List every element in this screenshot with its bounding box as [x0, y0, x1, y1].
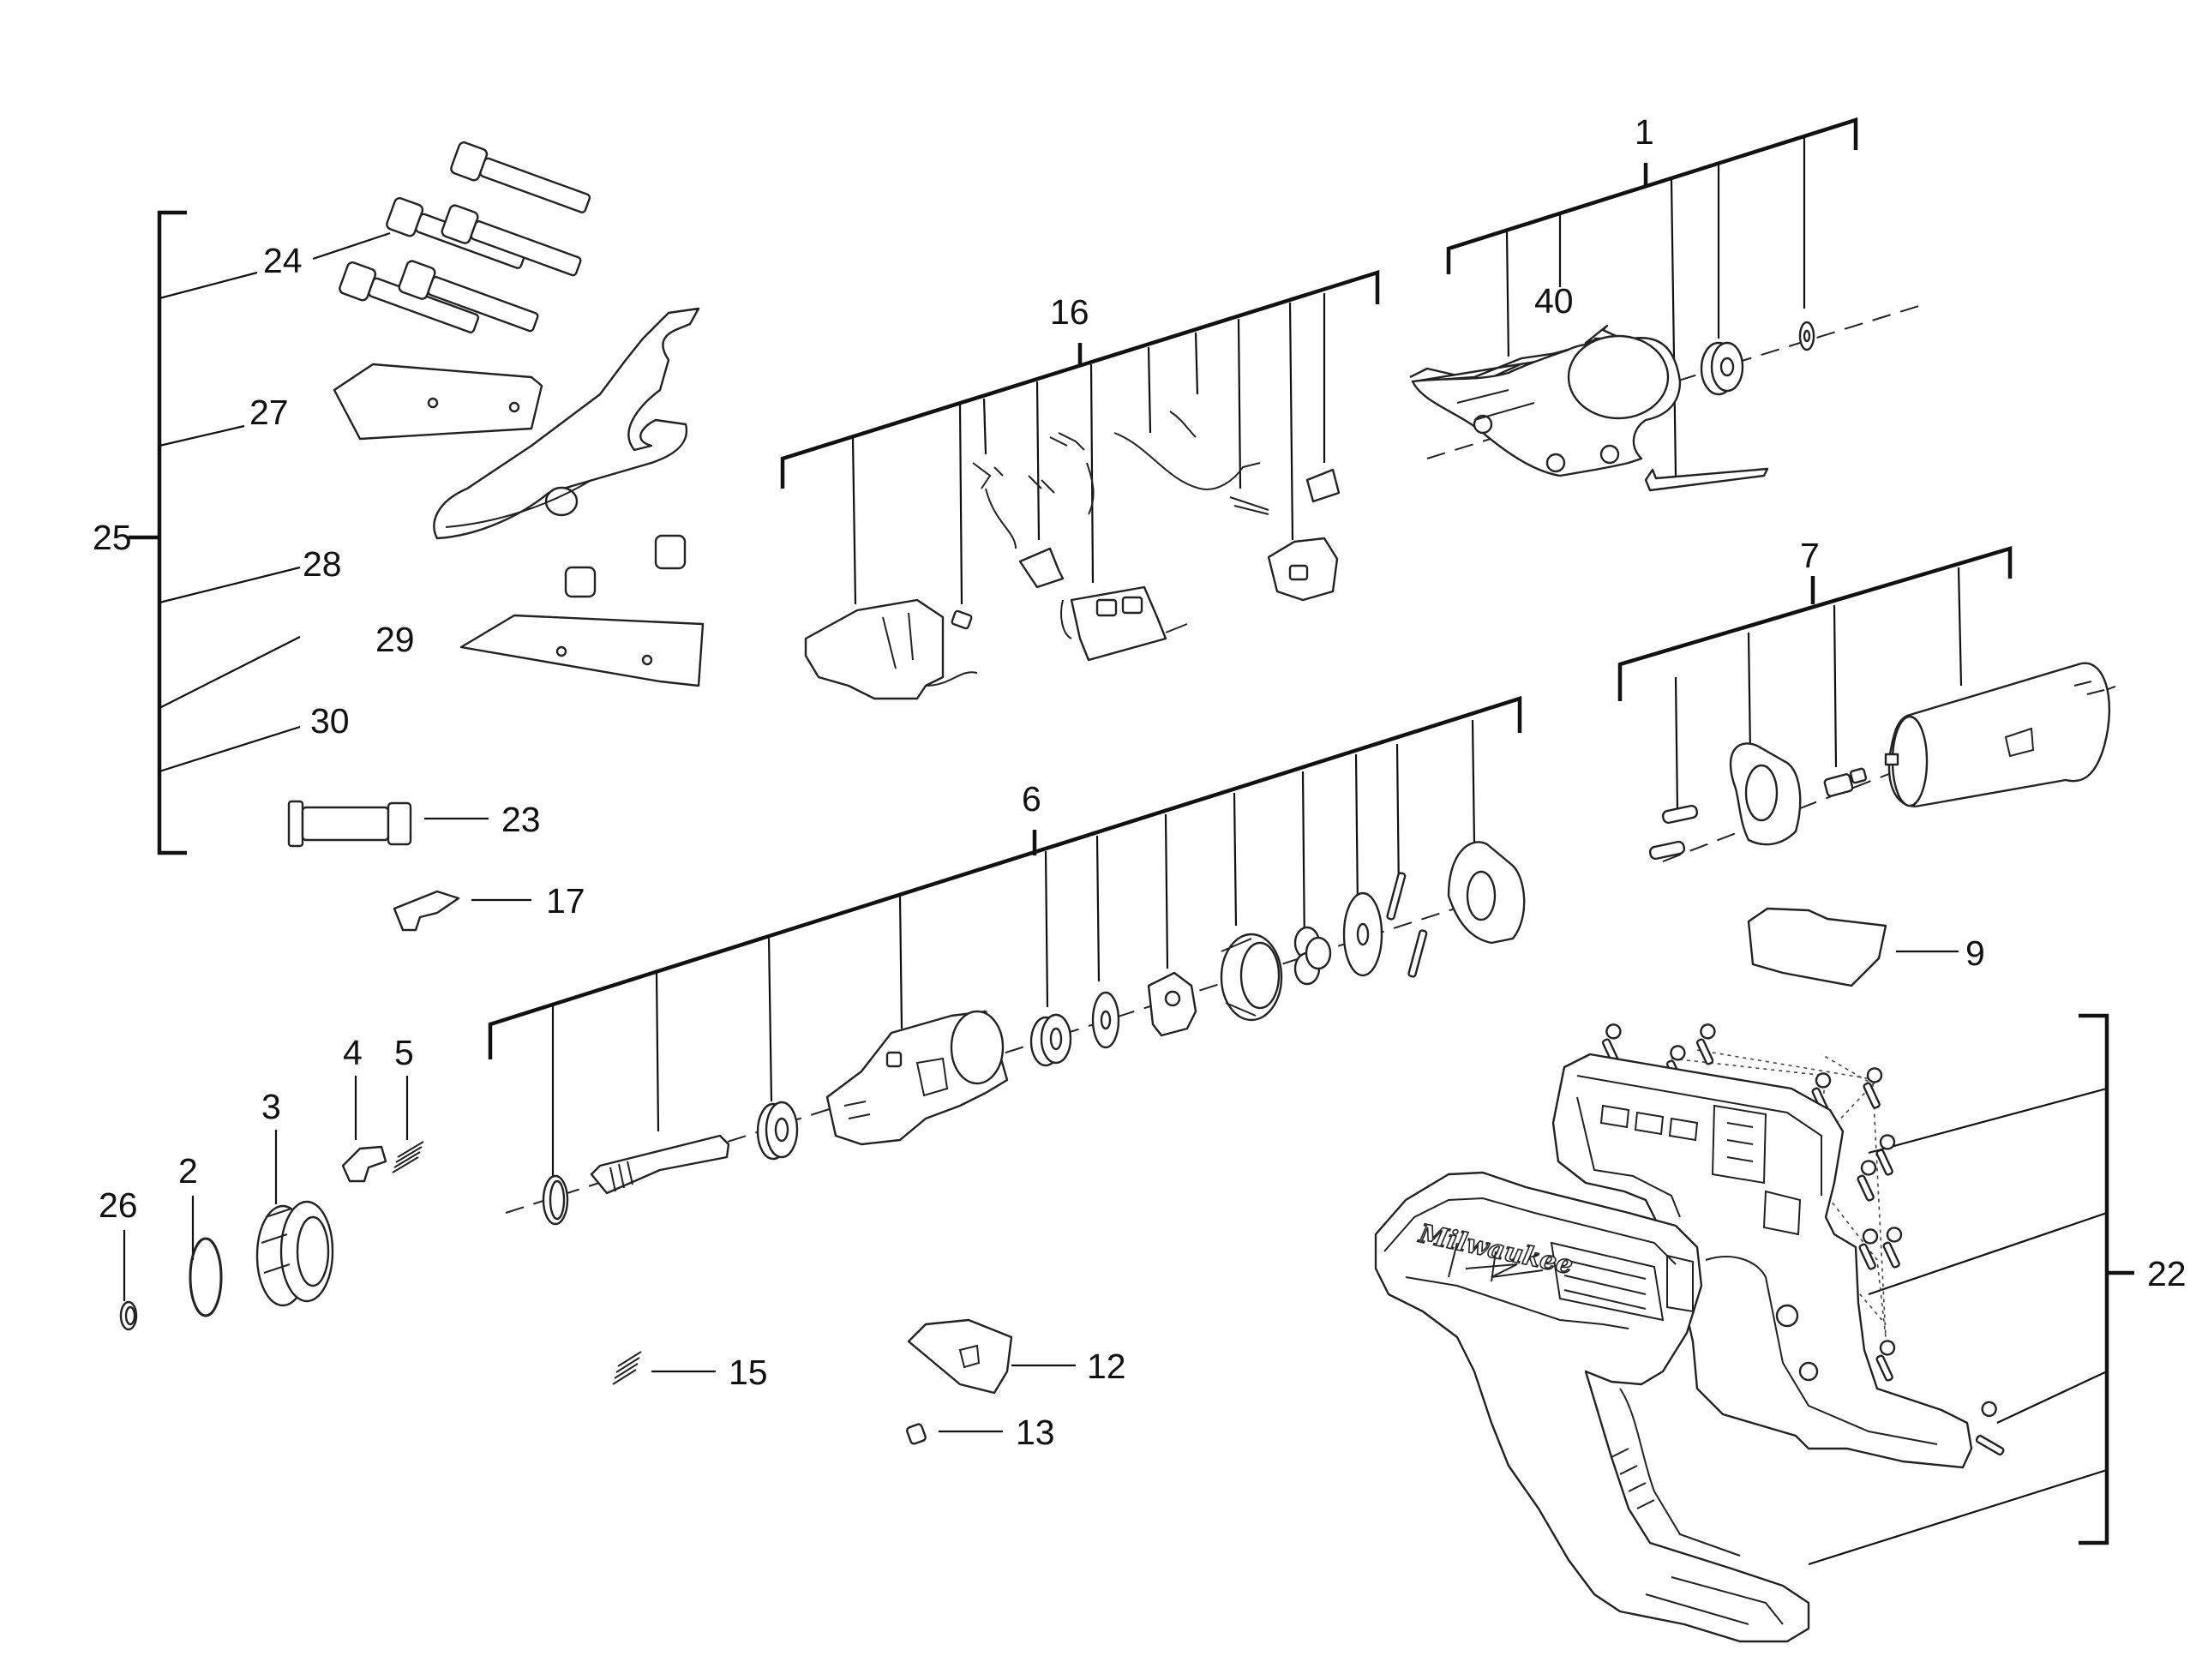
callout-12: 12	[1087, 1347, 1126, 1386]
callout-5: 5	[394, 1033, 414, 1072]
brushes-part-7	[1648, 767, 1868, 861]
group-22-bracket	[1808, 1013, 2134, 1566]
group-1-bracket	[1446, 117, 1858, 477]
part-26-ring	[119, 1230, 138, 1331]
bearing-part-1	[1700, 341, 1744, 396]
part-4-latch	[341, 1076, 387, 1183]
part-5-spring	[392, 1076, 424, 1173]
callout-2: 2	[178, 1151, 198, 1191]
part-15-spring	[612, 1351, 716, 1385]
blade-holder-part-28	[433, 307, 700, 540]
clip-part-17	[393, 890, 531, 932]
callout-30: 30	[310, 701, 350, 741]
part-3-collar	[255, 1130, 334, 1307]
callout-7: 7	[1800, 536, 1820, 575]
callout-23: 23	[501, 800, 541, 839]
group-25-bracket	[129, 210, 301, 855]
callout-22: 22	[2147, 1254, 2187, 1293]
callout-3: 3	[261, 1087, 281, 1126]
callout-26: 26	[99, 1185, 138, 1225]
head-housing-part-40	[1409, 324, 1682, 477]
gearbox-parts-part-6	[542, 841, 1526, 1226]
spacer-part-29	[564, 534, 687, 598]
callout-13: 13	[1016, 1413, 1055, 1452]
callout-17: 17	[546, 881, 585, 921]
pin-part-23	[287, 800, 489, 848]
switch-assembly-part-16	[804, 411, 1341, 700]
callout-4: 4	[343, 1033, 363, 1072]
part-2-circlip	[189, 1196, 223, 1317]
lower-blade-part-30	[459, 614, 705, 687]
lightning-bolt-icon	[1465, 1263, 1544, 1278]
part-12-bracket	[907, 1318, 1076, 1395]
group-16-bracket	[780, 269, 1380, 605]
part-13-screw	[906, 1423, 1003, 1445]
washer-part-1	[1798, 321, 1815, 351]
motor-plate-part-7	[1729, 742, 1802, 846]
housing-left-half-part-22: Milwaukee	[1374, 1171, 1810, 1643]
housing-right-half-part-22	[1551, 1053, 1973, 1469]
callout-16: 16	[1050, 292, 1089, 332]
callout-25: 25	[93, 518, 132, 557]
bolts-part-24	[312, 141, 591, 333]
callout-27: 27	[249, 393, 289, 432]
group-6-bracket	[488, 695, 1522, 1179]
callout-15: 15	[729, 1353, 768, 1392]
callout-6: 6	[1022, 779, 1041, 819]
callout-28: 28	[303, 544, 342, 584]
callout-24: 24	[263, 241, 303, 280]
callout-29: 29	[375, 620, 415, 659]
group-7-bracket	[1617, 545, 2013, 811]
motor-part-7	[1884, 662, 2111, 807]
callout-1: 1	[1635, 112, 1654, 152]
hex-key-part-1	[1644, 467, 1769, 492]
upper-blade-part-27	[333, 363, 543, 441]
callout-40: 40	[1534, 281, 1574, 321]
pad-part-9	[1747, 907, 1959, 987]
callout-9: 9	[1965, 933, 1985, 973]
